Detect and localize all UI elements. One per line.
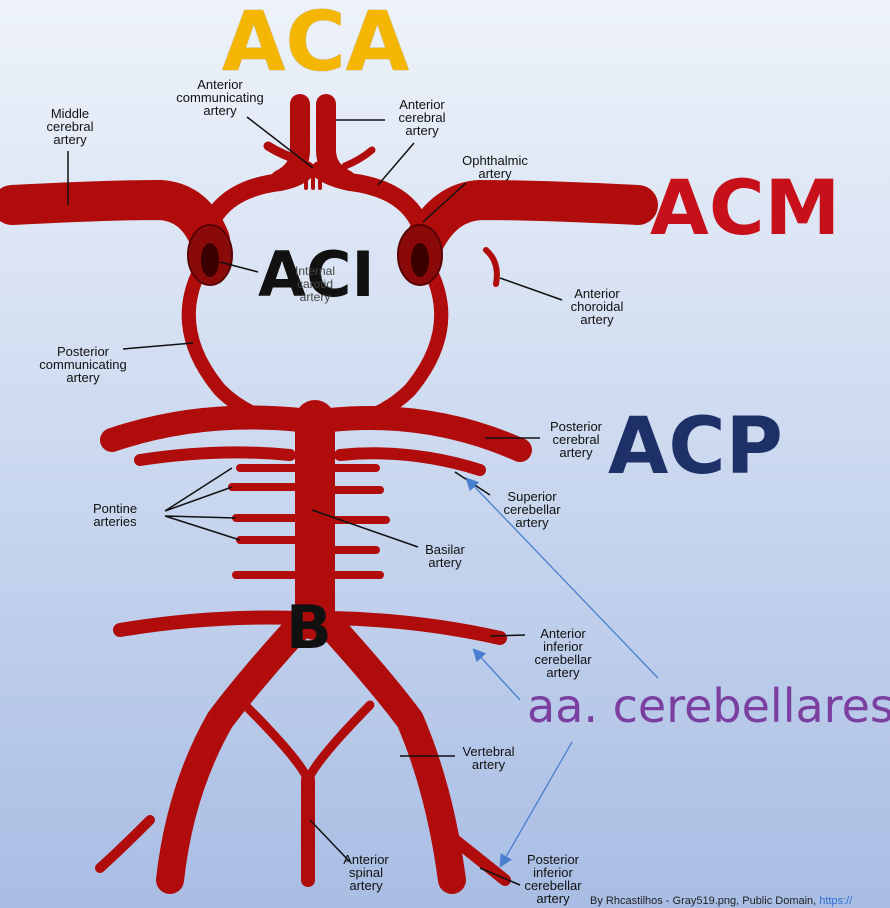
vertebral-artery-left (170, 625, 300, 880)
anterior-spinal-artery (245, 705, 370, 780)
posterior-communicating-label: Posterior communicating artery (18, 345, 148, 384)
credit-text: By Rhcastilhos - Gray519.png, Public Dom… (590, 895, 819, 907)
pontine-label: Pontine arteries (70, 502, 160, 528)
posterior-cerebral-artery-right (330, 418, 520, 450)
superior-cerebellar-left (140, 452, 290, 460)
aca-label: ACA (222, 2, 409, 84)
posterior-cerebral-artery-left (112, 418, 300, 441)
superior-cerebellar-label: Superior cerebellar artery (487, 490, 577, 529)
posterior-inferior-cerebellar-label: Posterior inferior cerebellar artery (508, 853, 598, 905)
anterior-communicating-label: Anterior communicating artery (160, 78, 280, 117)
b-label: B (286, 598, 332, 658)
basilar-label: Basilar artery (405, 543, 485, 569)
anterior-spinal-label: Anterior spinal artery (326, 853, 406, 892)
attribution-credit: By Rhcastilhos - Gray519.png, Public Dom… (590, 895, 852, 907)
middle-cerebral-artery-right (425, 200, 638, 240)
anterior-choroidal-artery (486, 250, 497, 284)
anterior-cerebral-label: Anterior cerebral artery (382, 98, 462, 137)
aica-left (120, 618, 298, 631)
ophthalmic-label: Ophthalmic artery (445, 154, 545, 180)
vertebral-artery-right (330, 625, 452, 880)
pica-left (100, 820, 150, 868)
vertebral-label: Vertebral artery (446, 745, 531, 771)
middle-cerebral-artery-left (12, 200, 210, 240)
acm-label: ACM (650, 170, 840, 246)
internal-carotid-label: Internal carotid artery (275, 265, 355, 304)
cerebellares-label: aa. cerebellares (527, 683, 890, 729)
anterior-inferior-cerebellar-label: Anterior inferior cerebellar artery (518, 627, 608, 679)
acp-label: ACP (608, 408, 783, 486)
middle-cerebral-label: Middle cerebral artery (30, 107, 110, 146)
credit-link[interactable]: https:// (819, 895, 852, 907)
posterior-cerebral-label: Posterior cerebral artery (536, 420, 616, 459)
anterior-choroidal-label: Anterior choroidal artery (552, 287, 642, 326)
